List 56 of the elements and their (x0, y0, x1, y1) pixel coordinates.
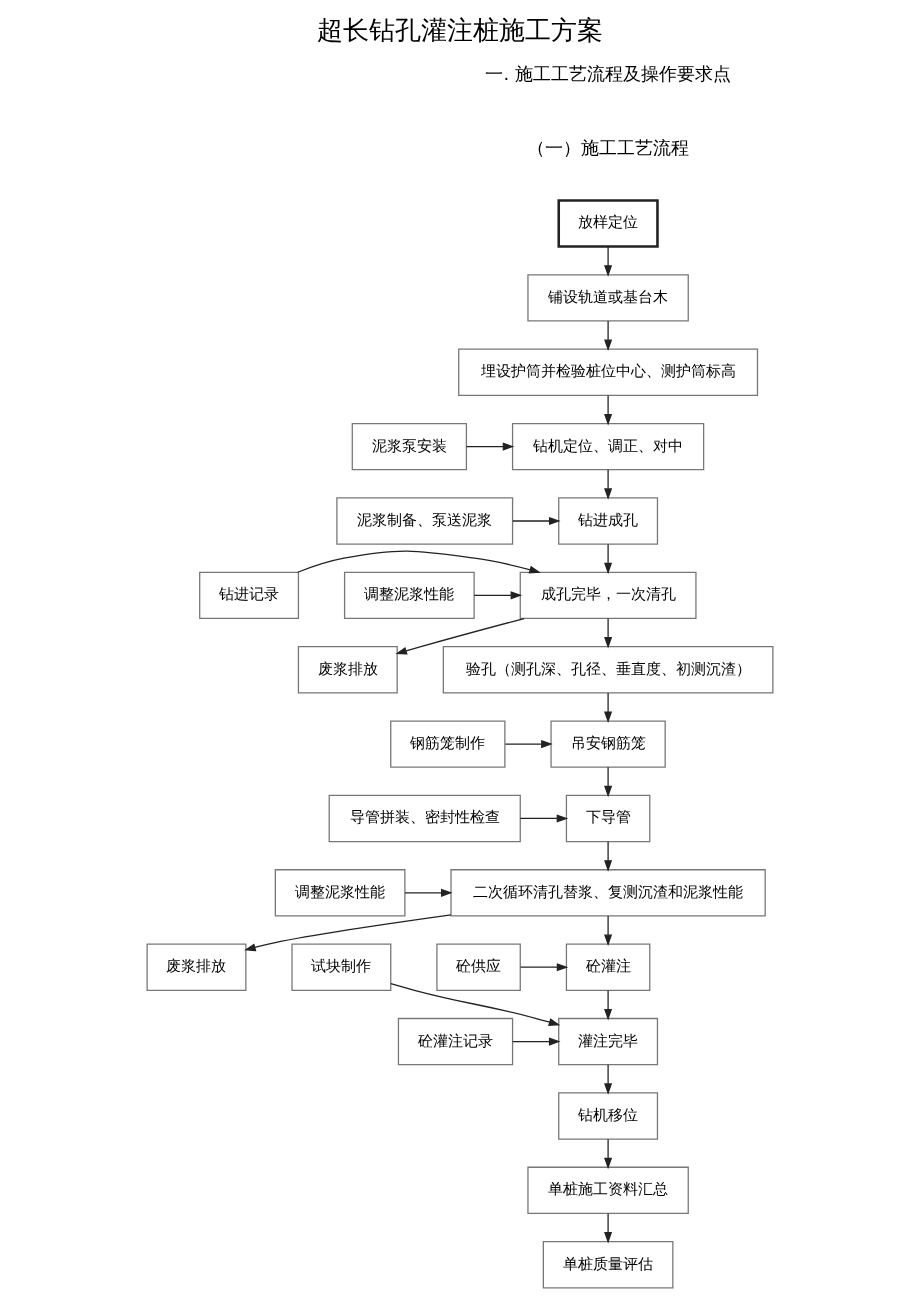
node-box: 泥浆泵安装 (351, 422, 468, 471)
arrow (504, 740, 553, 749)
diagram-title: 超长钻孔灌注桩施工方案 (317, 14, 603, 45)
node-box: 单桩施工资料汇总 (527, 1166, 689, 1215)
arrow (390, 983, 561, 1026)
arrow (519, 963, 569, 972)
node-box: 钻进记录 (199, 571, 300, 620)
node-box: 调整泥浆性能 (343, 571, 475, 620)
node-box: 下导管 (565, 794, 651, 843)
arrow (604, 469, 613, 500)
arrow (604, 543, 613, 575)
node-box: 废浆排放 (146, 943, 247, 991)
arrow (604, 320, 613, 352)
arrow (512, 1037, 561, 1046)
node-box: 钻机定位、调正、对中 (511, 422, 705, 471)
arrow (473, 591, 523, 600)
node-box: 灌注完毕 (558, 1017, 659, 1066)
node-box: 砼灌注 (565, 943, 651, 991)
node-box: 导管拼装、密封性检查 (328, 794, 521, 843)
node-box: 成孔完毕，一次清孔 (519, 571, 697, 620)
arrow (604, 766, 613, 798)
arrow (604, 841, 613, 872)
arrow (604, 915, 613, 947)
node-box: 钢筋笼制作 (390, 720, 506, 768)
arrow (465, 442, 515, 451)
arrow (297, 550, 541, 574)
node-box: 废浆排放 (297, 646, 398, 694)
arrow (604, 1138, 613, 1170)
node-box: 钻进成孔 (558, 497, 659, 545)
label: 一. 施工工艺流程及操作要求点 (485, 62, 731, 84)
arrow (519, 814, 569, 823)
arrow (604, 989, 613, 1021)
node-box: 二次循环清孔替浆、复测沉渣和泥浆性能 (450, 869, 766, 917)
node-box: 调整泥浆性能 (274, 869, 406, 917)
node-box: 砼供应 (436, 943, 521, 991)
arrow (604, 246, 613, 277)
node-box: 埋设护筒并检验桩位中心、测护筒标高 (458, 348, 759, 396)
node-box: 泥浆制备、泵送泥浆 (336, 497, 514, 545)
arrow (244, 914, 452, 952)
node-box: 铺设轨道或基台木 (527, 274, 689, 322)
node-box: 放样定位 (557, 199, 659, 248)
label: （一）施工工艺流程 (527, 136, 690, 158)
arrow (604, 617, 613, 649)
node-box: 验孔（测孔深、孔径、垂直度、初测沉渣） (442, 646, 774, 694)
node-box: 吊安钢筋笼 (550, 720, 666, 768)
node-box: 试块制作 (291, 943, 392, 991)
arrow (395, 617, 525, 655)
arrow (604, 1212, 613, 1244)
node-box: 砼灌注记录 (397, 1017, 514, 1066)
arrow (604, 394, 613, 426)
arrow (604, 1064, 613, 1095)
arrow (604, 692, 613, 723)
node-box: 单桩质量评估 (542, 1240, 674, 1289)
node-box: 钻机移位 (558, 1092, 659, 1140)
arrow (512, 516, 561, 526)
arrow (404, 888, 453, 897)
